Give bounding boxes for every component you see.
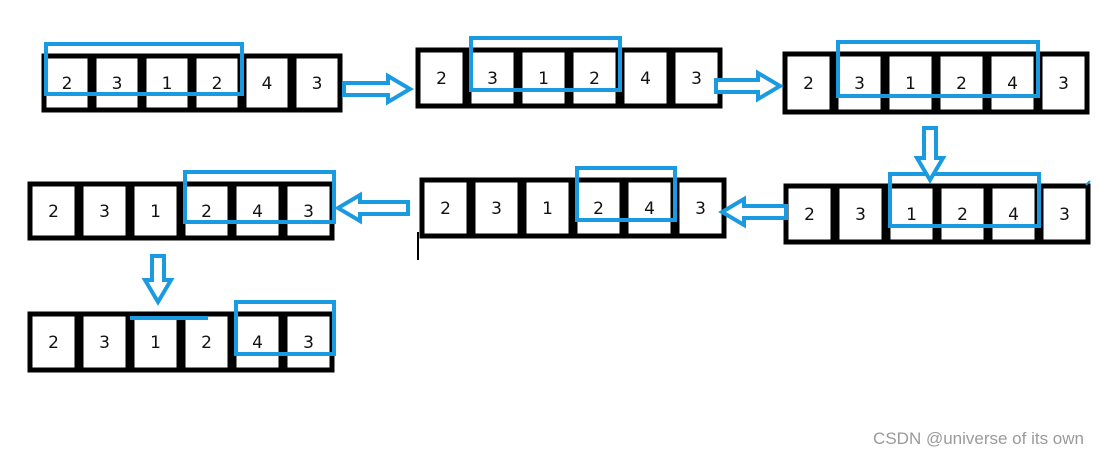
arrow-right-icon	[714, 69, 784, 103]
arrow-down-icon	[913, 126, 947, 184]
array-cell	[833, 51, 886, 115]
cell-value: 3	[99, 333, 110, 353]
cell-value: 3	[312, 74, 323, 94]
window-highlight	[183, 170, 336, 224]
cell-value: 2	[957, 205, 968, 225]
array-cell	[129, 311, 182, 373]
array-cell	[834, 183, 887, 245]
cell-value: 1	[906, 205, 917, 225]
cell-value: 2	[48, 333, 59, 353]
cell-value: 3	[1058, 74, 1069, 94]
cell-value: 2	[956, 74, 967, 94]
array-cell	[415, 47, 468, 109]
array-cell	[27, 311, 80, 373]
cell-value: 3	[1059, 205, 1070, 225]
array-step7: 2 3 1 2 4 3	[27, 300, 336, 373]
cell-value: 2	[589, 69, 600, 89]
cell-value: 4	[640, 69, 651, 89]
cell-value: 1	[150, 333, 161, 353]
arrow-down-icon	[141, 254, 175, 306]
array-cell	[517, 47, 570, 109]
arrow-left-icon	[334, 191, 410, 225]
array-cell	[231, 181, 284, 241]
array-cell	[78, 181, 131, 241]
array-cell	[935, 51, 988, 115]
window-highlight	[836, 40, 1040, 98]
stray-mark	[1085, 180, 1091, 186]
cell-value: 2	[212, 74, 223, 94]
array-cell	[419, 177, 472, 239]
cell-value: 4	[1007, 74, 1018, 94]
array-cell	[1037, 51, 1090, 115]
cell-value: 1	[905, 74, 916, 94]
array-cell	[291, 53, 343, 113]
array-step5: 2 3 1 2 4 3	[419, 166, 727, 239]
array-cell	[884, 51, 937, 115]
window-highlight	[575, 166, 677, 222]
cell-value: 3	[112, 74, 123, 94]
window-highlight	[469, 36, 622, 92]
cell-value: 3	[854, 74, 865, 94]
array-step3: 2 3 1 2 4 3	[782, 40, 1090, 115]
arrow-right-icon	[342, 72, 414, 106]
cell-value: 4	[1008, 205, 1019, 225]
cell-value: 1	[162, 74, 173, 94]
cell-value: 1	[150, 202, 161, 222]
cell-value: 2	[201, 202, 212, 222]
cell-value: 3	[487, 69, 498, 89]
array-cell	[78, 311, 131, 373]
array-step1: 2 3 1 2 4 3	[41, 42, 343, 113]
array-step4: 2 3 1 2 4 3	[783, 172, 1091, 245]
array-cell	[521, 177, 574, 239]
cell-value: 3	[855, 205, 866, 225]
cell-value: 4	[252, 333, 263, 353]
array-cell	[91, 53, 143, 113]
arrows-layer	[141, 69, 1091, 306]
array-step2: 2 3 1 2 4 3	[415, 36, 723, 109]
cell-value: 2	[48, 202, 59, 222]
array-cell	[623, 177, 676, 239]
array-cell	[470, 177, 523, 239]
cell-value: 4	[644, 199, 655, 219]
cell-value: 3	[491, 199, 502, 219]
array-cell	[1038, 183, 1091, 245]
array-cell	[141, 53, 193, 113]
cell-value: 1	[542, 199, 553, 219]
window-highlight	[234, 300, 336, 356]
array-cell	[282, 311, 335, 373]
cell-value: 2	[62, 74, 73, 94]
cell-value: 3	[99, 202, 110, 222]
array-cell	[936, 183, 989, 245]
window-highlight	[44, 42, 244, 96]
arrow-left-icon	[718, 195, 788, 229]
array-cell	[282, 181, 335, 241]
cell-value: 1	[538, 69, 549, 89]
cell-value: 3	[691, 69, 702, 89]
cell-value: 2	[440, 199, 451, 219]
window-highlight	[888, 172, 1041, 228]
cell-value: 2	[804, 205, 815, 225]
cell-value: 2	[803, 74, 814, 94]
cell-value: 4	[262, 74, 273, 94]
array-cell	[180, 311, 233, 373]
array-cell	[27, 181, 80, 241]
cell-value: 4	[252, 202, 263, 222]
cell-value: 2	[436, 69, 447, 89]
array-cell	[674, 177, 727, 239]
cell-value: 3	[695, 199, 706, 219]
array-cell	[129, 181, 182, 241]
watermark: CSDN @universe of its own	[873, 429, 1084, 448]
cell-value: 3	[303, 333, 314, 353]
array-cell	[572, 177, 625, 239]
array-cell	[782, 51, 835, 115]
cell-value: 2	[593, 199, 604, 219]
array-cell	[885, 183, 938, 245]
array-cell	[986, 51, 1039, 115]
cell-value: 2	[201, 333, 212, 353]
array-cell	[783, 183, 836, 245]
array-step6: 2 3 1 2 4 3	[27, 170, 336, 241]
cell-value: 3	[303, 202, 314, 222]
